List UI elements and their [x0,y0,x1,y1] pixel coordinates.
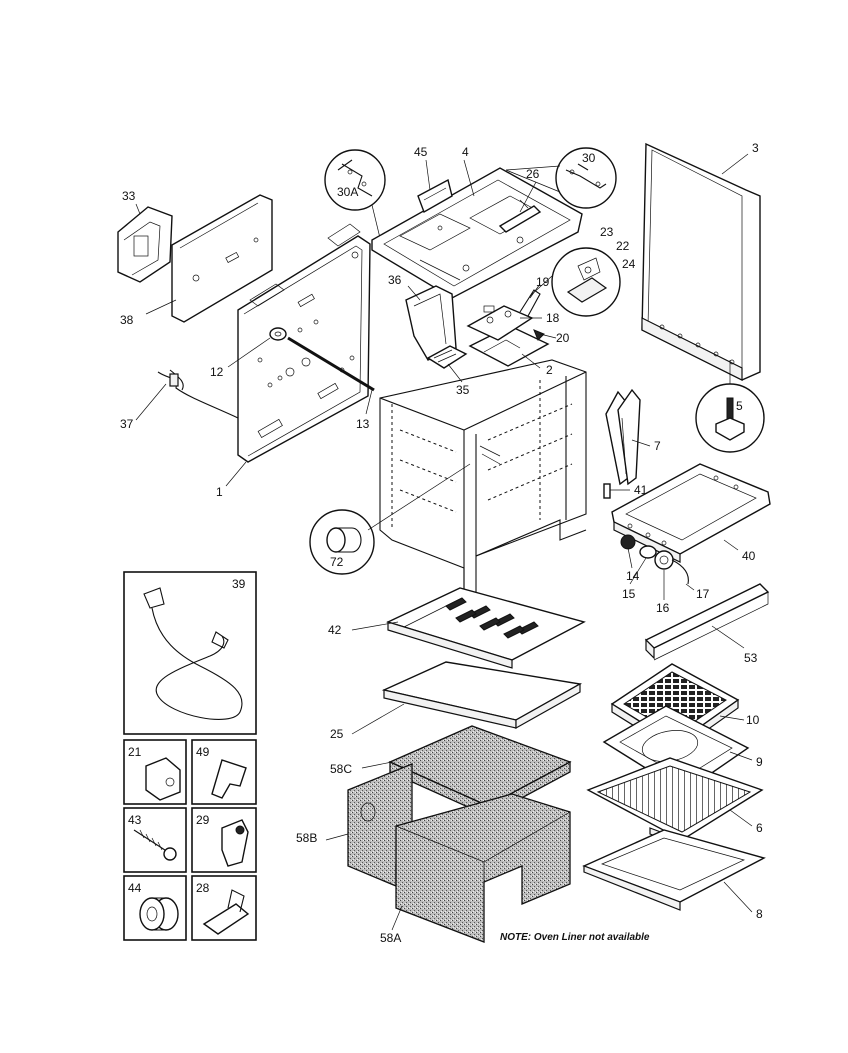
label-58b: 58B [296,831,317,845]
part-38-panel [171,194,273,323]
label-28: 28 [196,881,210,895]
label-58a: 58A [380,931,401,945]
label-4: 4 [462,145,469,159]
inset-43-screw [123,807,187,873]
label-53: 53 [744,651,758,665]
oven-frame [379,359,587,603]
part-17-wire [671,559,689,585]
inset-21 [123,739,187,805]
label-15: 15 [622,587,636,601]
label-30a: 30A [337,185,358,199]
label-40: 40 [742,549,756,563]
label-44: 44 [128,881,142,895]
label-9: 9 [756,755,763,769]
part-53-rail [644,583,770,661]
label-6: 6 [756,821,763,835]
part-58a-insulation-front [395,793,571,943]
callout-5-leveling-leg [695,360,765,453]
label-8: 8 [756,907,763,921]
inset-39-power-cord [123,571,257,735]
inset-29 [191,807,257,873]
label-72: 72 [330,555,344,569]
callout-30 [505,147,617,209]
part-25-panel [381,661,583,730]
label-17: 17 [696,587,710,601]
part-33-bracket [117,206,173,283]
label-29: 29 [196,813,210,827]
note-oven-liner: NOTE: Oven Liner not available [500,932,650,943]
label-10: 10 [746,713,760,727]
label-49: 49 [196,745,210,759]
part-36-duct [405,285,457,361]
label-36: 36 [388,273,402,287]
label-18: 18 [546,311,560,325]
part-15-lens [639,545,657,559]
label-13: 13 [356,417,370,431]
callout-72 [309,463,471,575]
label-35: 35 [456,383,470,397]
label-3: 3 [752,141,759,155]
part-7-element [605,388,641,486]
label-19: 19 [536,275,550,289]
label-12: 12 [210,365,224,379]
label-33: 33 [122,189,136,203]
label-41: 41 [634,483,648,497]
label-1: 1 [216,485,223,499]
label-20: 20 [556,331,570,345]
label-37: 37 [120,417,134,431]
part-14-socket [620,534,636,550]
leader-lines [135,153,753,931]
part-37-wire [157,369,239,419]
label-14: 14 [626,569,640,583]
part-13-rod [287,336,375,392]
label-38: 38 [120,313,134,327]
label-26: 26 [526,167,540,181]
part-58c-insulation-top [388,725,572,818]
label-2: 2 [546,363,553,377]
callout-30a [324,149,386,239]
label-23: 23 [600,225,614,239]
part-8-drawer-pan [582,829,766,911]
label-39: 39 [232,577,246,591]
label-45: 45 [414,145,428,159]
part-12-receptacle [269,327,287,341]
label-7: 7 [654,439,661,453]
label-5: 5 [736,399,743,413]
label-58c: 58C [330,762,352,776]
part-16-bulb [654,550,674,570]
label-30: 30 [582,151,596,165]
label-43: 43 [128,813,142,827]
label-21: 21 [128,745,142,759]
label-42: 42 [328,623,342,637]
label-24: 24 [622,257,636,271]
part-4-top-frame [371,167,583,299]
part-42-bottom-panel [386,587,586,669]
inset-28 [191,875,257,941]
part-41-clip [603,483,611,499]
part-45-bracket [417,178,453,214]
inset-49 [191,739,257,805]
part-35-vent [426,345,468,369]
part-3-side-panel [641,142,761,381]
part-19-clip [519,289,541,317]
label-22: 22 [616,239,630,253]
part-20-screw [533,329,545,341]
label-16: 16 [656,601,670,615]
label-25: 25 [330,727,344,741]
inset-44-grommet [123,875,187,941]
